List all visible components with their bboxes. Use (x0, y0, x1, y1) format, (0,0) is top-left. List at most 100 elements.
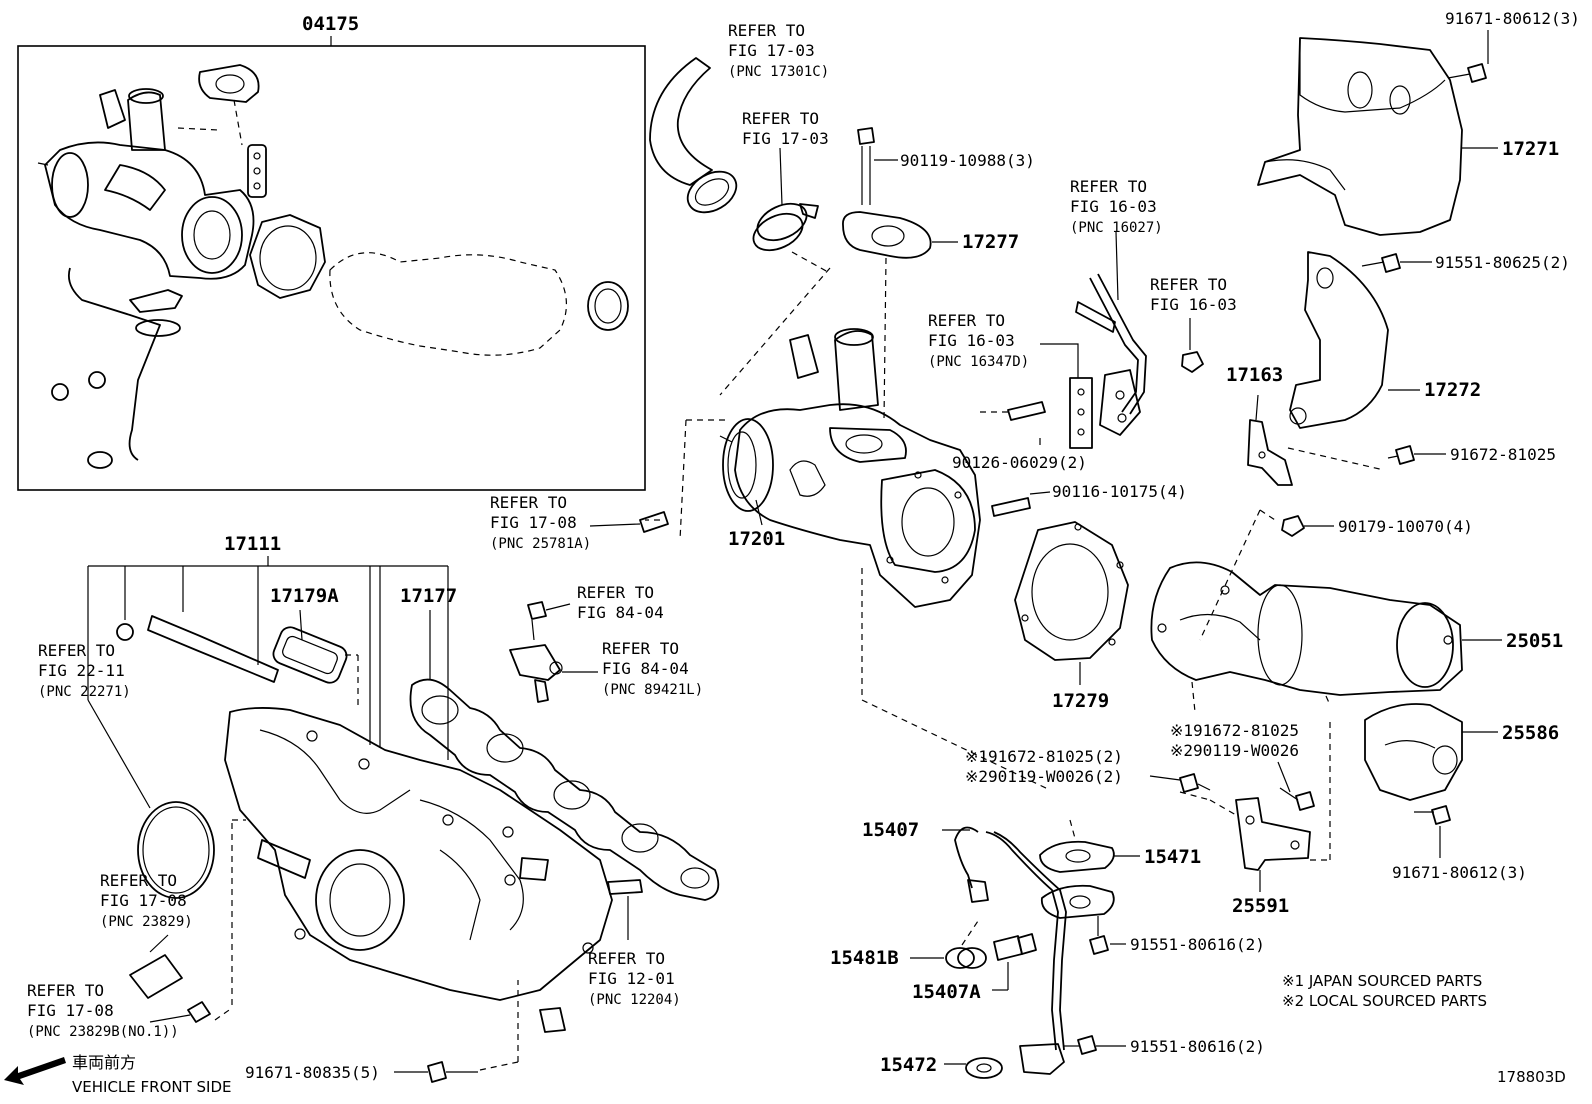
part-label: 15407 (862, 819, 919, 841)
heat-insulator-17271: 17271 (1257, 37, 1559, 236)
assembly-box-04175: 04175 (17, 13, 646, 491)
bolt-label: ※191672-81025 (1170, 721, 1299, 740)
stud-90126-06029: 90126-06029(2) (952, 401, 1087, 472)
bolt-label: 90119-10988(3) (900, 151, 1035, 170)
svg-text:FIG 12-01: FIG 12-01 (588, 969, 675, 988)
refer-r9: REFER TO FIG 22-11 (PNC 22271) (38, 641, 131, 700)
bolt-91671-80612-top: 91671-80612(3) (1445, 9, 1580, 83)
part-label: 25591 (1232, 895, 1289, 917)
bolt-label: 90116-10175(4) (1052, 482, 1187, 501)
heat-insulator-17272: 17272 (1289, 251, 1481, 429)
pipe-flange (1040, 884, 1115, 919)
svg-text:REFER TO: REFER TO (38, 641, 115, 660)
part-label: 17201 (728, 528, 785, 550)
refer-r6: REFER TO FIG 17-08 (PNC 25781A) (490, 493, 591, 552)
svg-text:FIG 16-03: FIG 16-03 (928, 331, 1015, 350)
svg-text:REFER TO: REFER TO (602, 639, 679, 658)
part-label: 17163 (1226, 364, 1283, 386)
refer-r10: REFER TO FIG 17-08 (PNC 23829) (100, 871, 193, 930)
part-label: 15472 (880, 1054, 937, 1076)
bolt-90119-10988: 90119-10988(3) (857, 127, 1035, 205)
exhaust-manifold (224, 707, 613, 1033)
bolt-label: 91671-80835(5) (245, 1063, 380, 1082)
svg-text:(PNC 25781A): (PNC 25781A) (490, 536, 591, 552)
part-label: 17111 (224, 533, 281, 555)
bolt-label: 91551-80616(2) (1130, 935, 1265, 954)
manifold-heat-strip (147, 615, 279, 683)
gasket-17277: 17277 (842, 211, 1019, 421)
svg-text:FIG 17-08: FIG 17-08 (27, 1001, 114, 1020)
svg-text:(PNC 89421L): (PNC 89421L) (602, 682, 703, 698)
svg-text:REFER TO: REFER TO (490, 493, 567, 512)
gasket-17279: 17279 (1014, 521, 1129, 712)
bolt-label: ※290119-W0026(2) (965, 767, 1123, 786)
gasket-15471: 15471 (1039, 819, 1201, 873)
gasket-17179a: 17179A (270, 585, 348, 684)
bolt-label: 90126-06029(2) (952, 453, 1087, 472)
refer-r8: REFER TO FIG 84-04 (PNC 89421L) (602, 639, 703, 698)
mini-gasket-ring (249, 214, 326, 299)
bracket-17163: 17163 (1226, 364, 1293, 486)
nut-90179-10070: 90179-10070(4) (1281, 515, 1473, 537)
oil-pipe-15407: 15407 (862, 819, 1067, 1051)
arrow-left-down-icon (4, 1057, 66, 1085)
clip-23829b (149, 1001, 233, 1023)
svg-text:(PNC 23829B(NO.1)): (PNC 23829B(NO.1)) (27, 1024, 179, 1040)
svg-text:FIG 17-08: FIG 17-08 (490, 513, 577, 532)
figure-id: 178803D (1497, 1068, 1566, 1086)
source-notes: ※1 JAPAN SOURCED PARTS ※2 LOCAL SOURCED … (1282, 972, 1487, 1010)
svg-text:(PNC 16027): (PNC 16027) (1070, 220, 1163, 236)
bolt-label: 91671-80612(3) (1392, 863, 1527, 882)
clip-25781a (639, 511, 669, 533)
bolt-91551-80616-a: 91551-80616(2) (1089, 916, 1265, 955)
direction-jp: 車両前方 (72, 1053, 136, 1072)
part-label: 25051 (1506, 630, 1563, 652)
svg-text:REFER TO: REFER TO (588, 949, 665, 968)
svg-text:REFER TO: REFER TO (928, 311, 1005, 330)
mini-ring (587, 281, 629, 331)
svg-text:FIG 22-11: FIG 22-11 (38, 661, 125, 680)
gasket-15481b: 15481B (830, 917, 987, 969)
svg-text:FIG 16-03: FIG 16-03 (1070, 197, 1157, 216)
water-pipe-16027 (1075, 231, 1147, 436)
gasket-17177: 17177 (400, 585, 720, 901)
bolt-84-04 (527, 601, 571, 641)
svg-text:FIG 17-08: FIG 17-08 (100, 891, 187, 910)
bolt-label: 91672-81025 (1450, 445, 1556, 464)
bolt-91551-80616-b: 91551-80616(2) (1064, 1035, 1265, 1056)
nut-16-03 (1181, 318, 1204, 373)
part-label: 25586 (1502, 722, 1559, 744)
svg-text:FIG 84-04: FIG 84-04 (602, 659, 689, 678)
note-local-sourced: ※2 LOCAL SOURCED PARTS (1282, 992, 1487, 1010)
part-label: 17177 (400, 585, 457, 607)
converter-25051: 25051 (1150, 561, 1563, 696)
pipe-end-flange (1019, 1043, 1065, 1075)
oxygen-sensor-89421l (509, 644, 598, 703)
bolt-label: 91671-80612(3) (1445, 9, 1580, 28)
part-label: 17277 (962, 231, 1019, 253)
svg-text:REFER TO: REFER TO (100, 871, 177, 890)
refer-r7: REFER TO FIG 84-04 (577, 583, 664, 622)
svg-text:(PNC 17301C): (PNC 17301C) (728, 64, 829, 80)
assembly-label: 04175 (302, 13, 359, 35)
direction-en: VEHICLE FRONT SIDE (72, 1078, 232, 1096)
bolt-label: ※290119-W0026 (1170, 741, 1299, 760)
refer-r4: REFER TO FIG 16-03 (1150, 275, 1237, 314)
bolt-91671-80835: 91671-80835(5) (245, 980, 519, 1083)
bolt-91671-80612-bot: 91671-80612(3) (1392, 805, 1527, 882)
stud-90116-10175: 90116-10175(4) (991, 482, 1187, 517)
svg-text:FIG 17-03: FIG 17-03 (728, 41, 815, 60)
union-bolt-15407a: 15407A (912, 933, 1037, 1003)
svg-text:REFER TO: REFER TO (1070, 177, 1147, 196)
turbocharger-17201: 17201 (719, 328, 981, 608)
bracket-25591: 25591 (1232, 797, 1311, 917)
mini-gasket-top (198, 64, 260, 103)
svg-text:(PNC 22271): (PNC 22271) (38, 684, 131, 700)
mini-oil-pipe (67, 267, 161, 461)
part-label: 15407A (912, 981, 981, 1003)
part-label: 17272 (1424, 379, 1481, 401)
insulator-25586: 25586 (1364, 703, 1559, 801)
svg-text:FIG 17-03: FIG 17-03 (742, 129, 829, 148)
svg-text:REFER TO: REFER TO (728, 21, 805, 40)
